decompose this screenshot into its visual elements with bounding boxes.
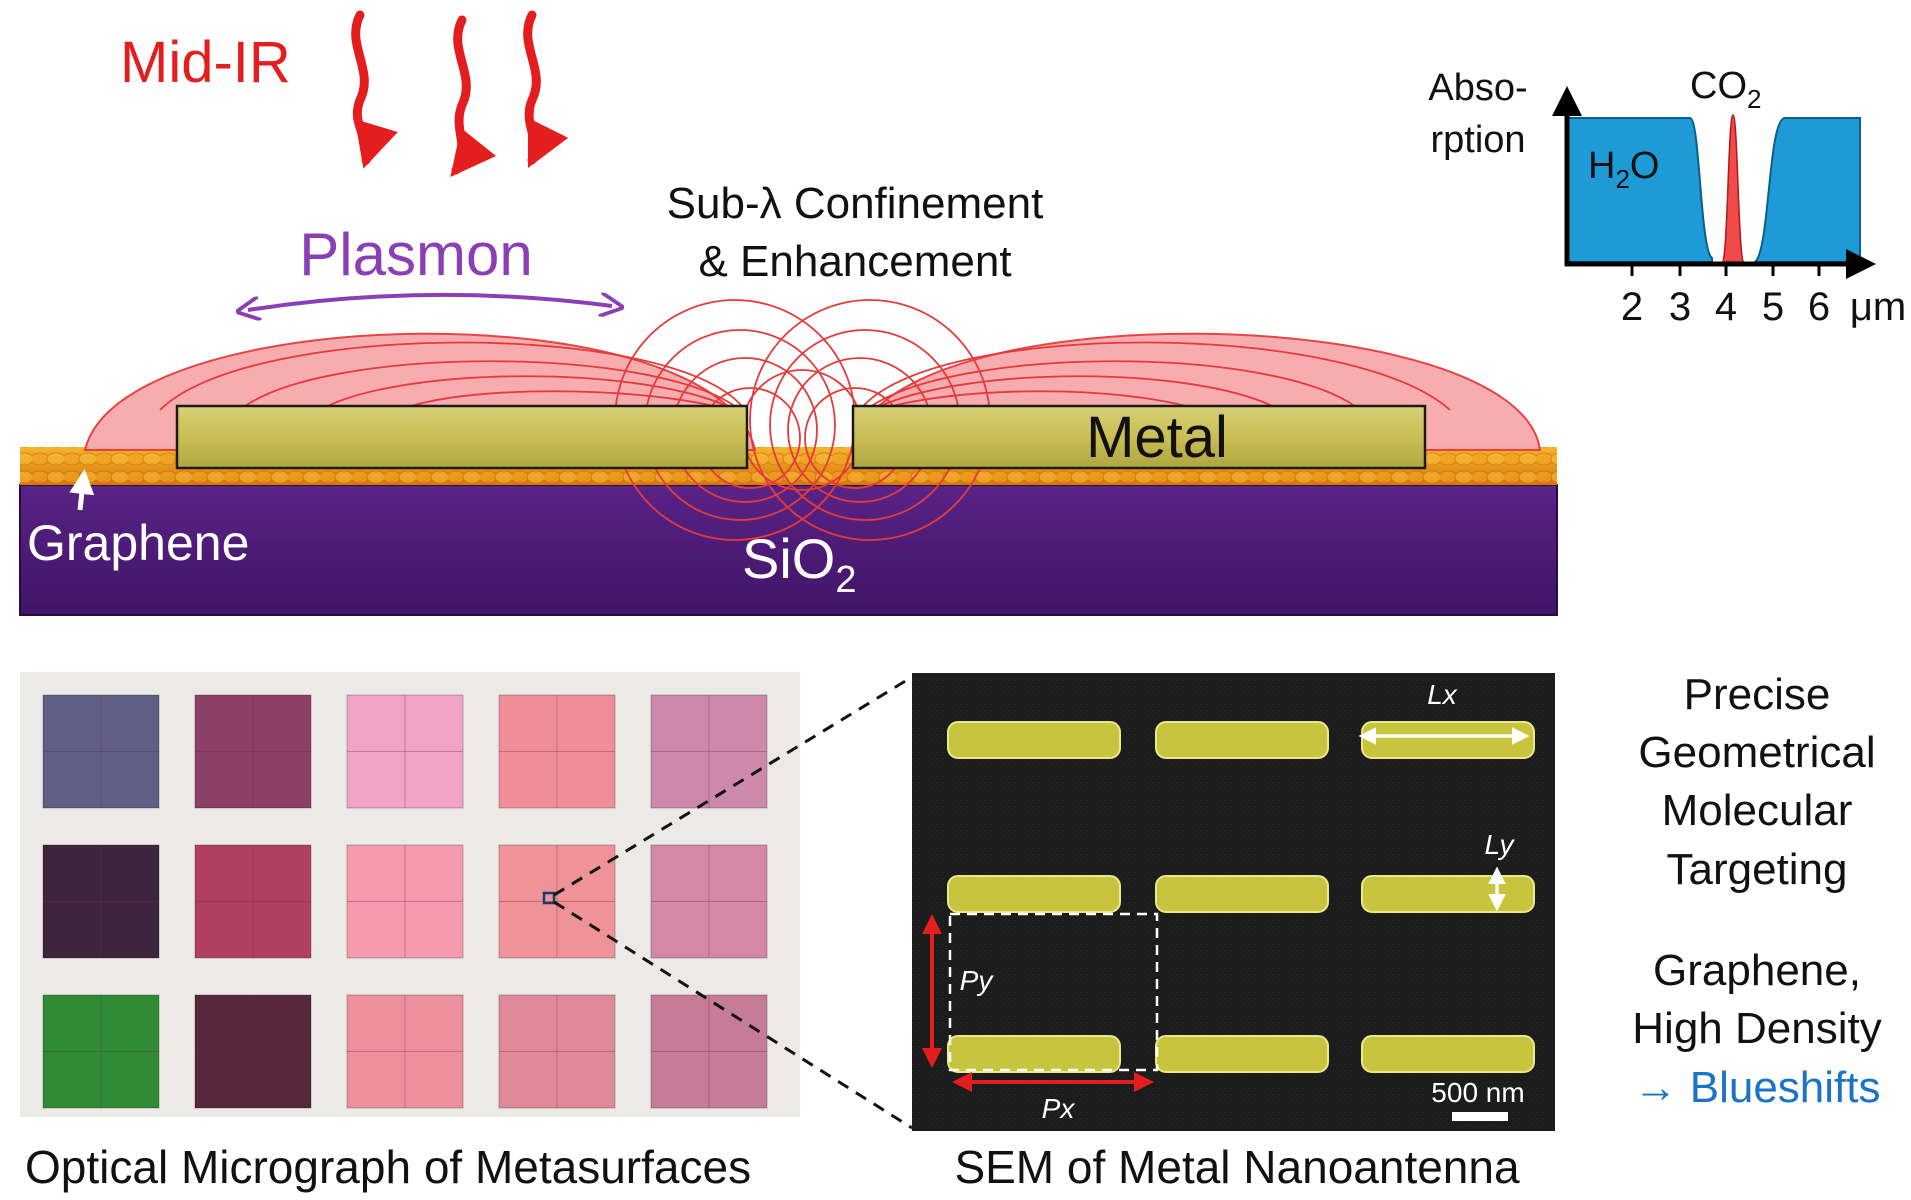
micrograph-caption: Optical Micrograph of Metasurfaces bbox=[25, 1141, 751, 1193]
confinement-label-line2: & Enhancement bbox=[698, 237, 1011, 286]
right-text-line5: Graphene, bbox=[1653, 946, 1861, 995]
metasurface-swatch bbox=[346, 844, 464, 959]
co2-absorption-peak bbox=[1721, 114, 1745, 263]
metal-bar-right bbox=[851, 404, 1427, 470]
plasmon-label: Plasmon bbox=[299, 221, 532, 288]
right-annotation: Precise Geometrical Molecular Targeting … bbox=[1632, 670, 1881, 1112]
inset-tick-5: 5 bbox=[1762, 285, 1784, 329]
right-text-line4: Targeting bbox=[1666, 845, 1847, 894]
metasurface-swatch bbox=[194, 994, 312, 1109]
co2-label: CO2 bbox=[1690, 65, 1761, 114]
graphene-pointer bbox=[69, 469, 95, 511]
nanoantenna-bar bbox=[947, 875, 1121, 913]
right-text-line1: Precise bbox=[1684, 670, 1831, 719]
sem-image: Px Py Lx Ly 500 nm SEM of Metal Nanoante… bbox=[912, 673, 1555, 1193]
inset-tick-3: 3 bbox=[1669, 285, 1691, 329]
ly-label: Ly bbox=[1484, 829, 1515, 860]
confinement-label-line1: Sub-λ Confinement bbox=[667, 179, 1044, 228]
right-text-line7: → Blueshifts bbox=[1634, 1063, 1881, 1112]
optical-micrograph: Optical Micrograph of Metasurfaces bbox=[20, 672, 800, 1193]
nanoantenna-bar bbox=[1361, 721, 1535, 759]
zoom-lines bbox=[553, 675, 913, 1130]
nanoantenna-bar bbox=[1361, 875, 1535, 913]
metasurface-swatch bbox=[194, 694, 312, 809]
inset-ylabel-line2: rption bbox=[1430, 119, 1525, 161]
water-absorption-band-left bbox=[1566, 117, 1713, 263]
right-text-line2: Geometrical bbox=[1638, 728, 1875, 777]
inset-ylabel-line1: Abso- bbox=[1428, 67, 1527, 109]
mid-ir-label: Mid-IR bbox=[120, 30, 291, 95]
inset-tick-2: 2 bbox=[1621, 285, 1643, 329]
device-schematic: Metal SiO2 Graphene Mid-IR Plasmon Sub-λ… bbox=[19, 10, 1558, 616]
nanoantenna-bar bbox=[1361, 1035, 1535, 1073]
sem-caption: SEM of Metal Nanoantenna bbox=[954, 1141, 1520, 1193]
right-text-line6: High Density bbox=[1632, 1004, 1881, 1053]
metasurface-swatch bbox=[498, 694, 616, 809]
zoom-marker bbox=[542, 891, 556, 905]
metasurface-swatch bbox=[650, 694, 768, 809]
metal-bar-left bbox=[175, 404, 749, 470]
absorption-inset: 2 3 4 5 6 μm Abso- rption H2O CO2 bbox=[1428, 65, 1906, 329]
metasurface-swatch bbox=[42, 694, 160, 809]
metasurface-swatch bbox=[42, 994, 160, 1109]
metasurface-swatch bbox=[498, 844, 616, 959]
metasurface-swatch bbox=[650, 994, 768, 1109]
nanoantenna-bar bbox=[947, 721, 1121, 759]
lx-label: Lx bbox=[1427, 679, 1458, 710]
inset-unit: μm bbox=[1850, 285, 1906, 329]
nanoantenna-bar bbox=[1155, 721, 1329, 759]
graphene-label: Graphene bbox=[27, 515, 249, 571]
nanoantenna-array bbox=[947, 721, 1535, 1073]
metasurface-swatch bbox=[346, 994, 464, 1109]
metasurface-swatch bbox=[650, 844, 768, 959]
nanoantenna-bar bbox=[947, 1035, 1121, 1073]
scale-bar-label: 500 nm bbox=[1431, 1077, 1524, 1108]
inset-tick-4: 4 bbox=[1715, 285, 1737, 329]
water-absorption-band-right bbox=[1752, 117, 1861, 263]
mid-ir-wave-arrows bbox=[351, 10, 569, 178]
metal-label: Metal bbox=[1086, 405, 1228, 470]
metasurface-swatch bbox=[346, 694, 464, 809]
right-text-line3: Molecular bbox=[1662, 786, 1853, 835]
nanoantenna-bar bbox=[1155, 1035, 1329, 1073]
px-label: Px bbox=[1042, 1093, 1076, 1124]
metasurface-swatch bbox=[194, 844, 312, 959]
plasmon-arrow bbox=[248, 295, 612, 310]
sio2-label: SiO2 bbox=[742, 527, 857, 601]
inset-tick-6: 6 bbox=[1808, 285, 1830, 329]
py-label: Py bbox=[960, 965, 995, 996]
unit-cell-outline bbox=[948, 912, 1159, 1072]
scale-bar bbox=[1452, 1112, 1508, 1121]
h2o-label: H2O bbox=[1588, 145, 1659, 194]
metasurface-swatch bbox=[42, 844, 160, 959]
metasurface-swatches bbox=[42, 694, 768, 1109]
metasurface-swatch bbox=[498, 994, 616, 1109]
nanoantenna-bar bbox=[1155, 875, 1329, 913]
